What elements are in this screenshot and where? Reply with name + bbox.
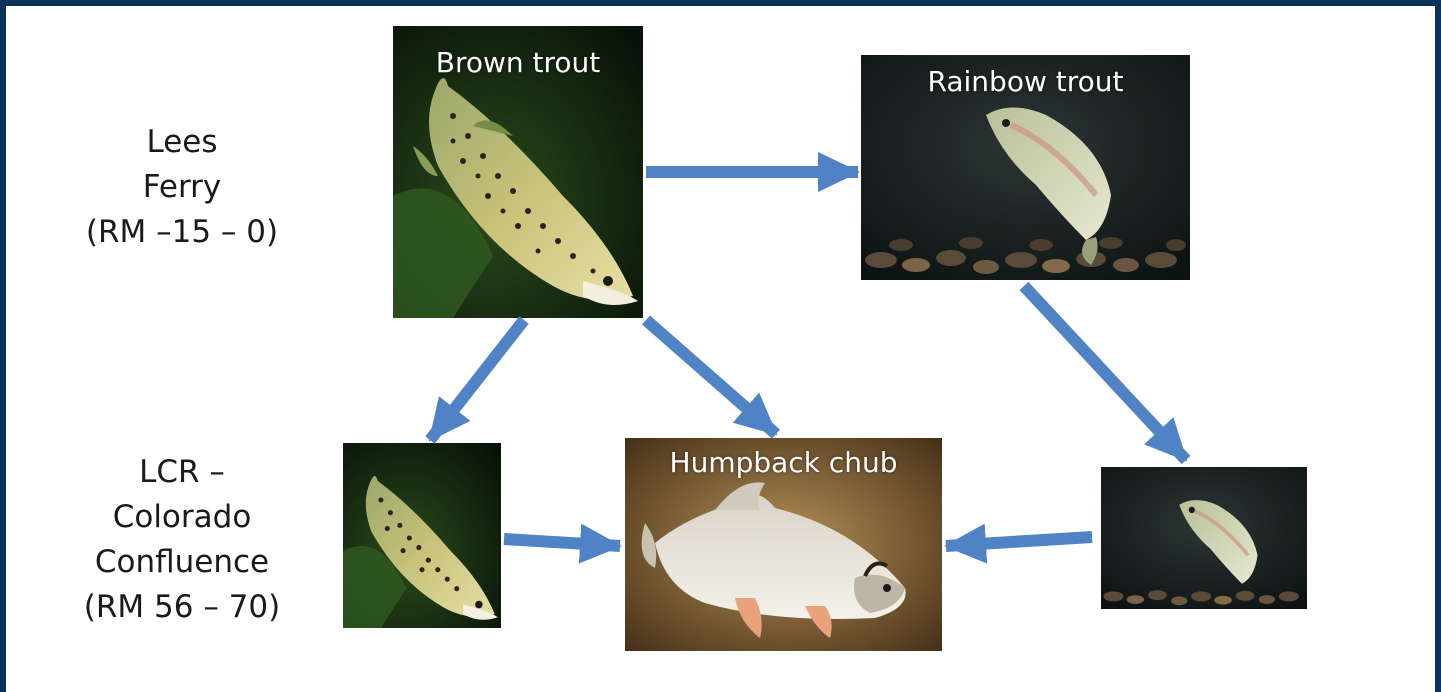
arrow-brown-to-chub (646, 320, 776, 434)
lcr-line-3: Confluence (66, 540, 298, 585)
photo-brown-trout-upper: Brown trout (393, 26, 643, 318)
location-label-lcr-confluence: LCR – Colorado Confluence (RM 56 – 70) (66, 450, 298, 630)
lcr-line-4: (RM 56 – 70) (66, 585, 298, 630)
arrow-brown-lower-to-chub (504, 539, 620, 546)
lcr-line-2: Colorado (66, 495, 298, 540)
photo-humpback-chub: Humpback chub (625, 438, 942, 651)
diagram-canvas: Lees Ferry (RM –15 – 0) LCR – Colorado C… (6, 6, 1435, 692)
brown-trout-lower-image (343, 443, 501, 628)
arrow-rainbow-lower-to-chub (946, 537, 1092, 546)
caption-rainbow-trout: Rainbow trout (861, 65, 1190, 98)
caption-brown-trout: Brown trout (393, 46, 643, 79)
rainbow-trout-lower-image (1101, 467, 1307, 609)
photo-brown-trout-lower (343, 443, 501, 628)
lees-ferry-line-3: (RM –15 – 0) (66, 210, 298, 255)
lcr-line-1: LCR – (66, 450, 298, 495)
arrow-brown-to-brown-lower (430, 320, 524, 440)
lees-ferry-line-1: Lees (66, 120, 298, 165)
photo-rainbow-trout-lower (1101, 467, 1307, 609)
lees-ferry-line-2: Ferry (66, 165, 298, 210)
location-label-lees-ferry: Lees Ferry (RM –15 – 0) (66, 120, 298, 255)
arrow-rainbow-to-rainbow-lower (1024, 286, 1186, 460)
caption-humpback-chub: Humpback chub (625, 446, 942, 479)
photo-rainbow-trout-upper: Rainbow trout (861, 55, 1190, 280)
